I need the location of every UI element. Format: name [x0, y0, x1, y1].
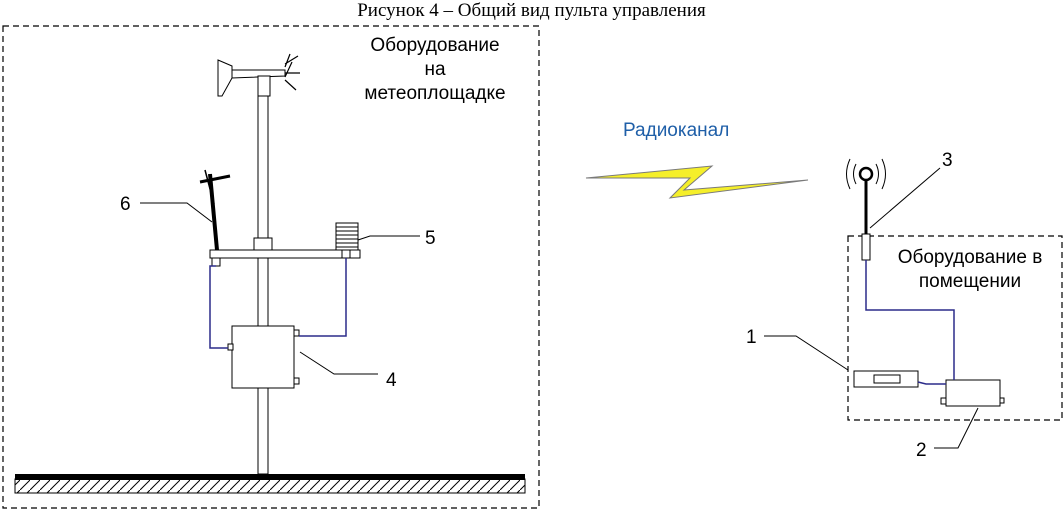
callout-6: 6	[120, 194, 131, 215]
callout-5: 5	[425, 228, 436, 249]
callout-leaders-indoor	[764, 167, 979, 449]
outdoor-equipment-frame	[2, 25, 540, 509]
antenna-3	[846, 158, 886, 261]
sensor-6	[199, 169, 231, 251]
outdoor-title-line-1: Оборудование	[370, 35, 500, 56]
outdoor-cables	[209, 258, 347, 349]
callout-3: 3	[942, 150, 953, 171]
mast	[253, 95, 273, 475]
outdoor-title-line-3: метеоплощадке	[364, 83, 506, 104]
outdoor-box-title: Оборудование на метеоплощадке	[340, 34, 530, 106]
interface-box-2	[940, 379, 1005, 407]
indoor-box-title: Оборудование в помещении	[878, 246, 1062, 294]
logger-box-4	[227, 325, 300, 389]
indoor-cables	[865, 260, 955, 385]
indoor-equipment-frame	[847, 235, 1063, 421]
callout-4: 4	[386, 370, 397, 391]
figure-caption: Рисунок 4 – Общий вид пульта управления	[357, 0, 706, 21]
callout-leaders-outdoor	[140, 202, 420, 375]
receiver-device-1	[853, 370, 919, 388]
cross-arm	[209, 249, 361, 267]
outdoor-title-line-2: на	[424, 59, 446, 80]
callout-1: 1	[746, 327, 757, 348]
sensor-5-radiation-shield	[335, 222, 359, 251]
radio-link-lightning	[585, 165, 809, 199]
ground	[14, 474, 526, 494]
wind-sensor	[217, 53, 300, 97]
indoor-title-line-2: помещении	[918, 271, 1022, 292]
radio-channel-label: Радиоканал	[623, 120, 729, 141]
indoor-title-line-1: Оборудование в	[897, 247, 1043, 268]
callout-2: 2	[916, 440, 927, 461]
